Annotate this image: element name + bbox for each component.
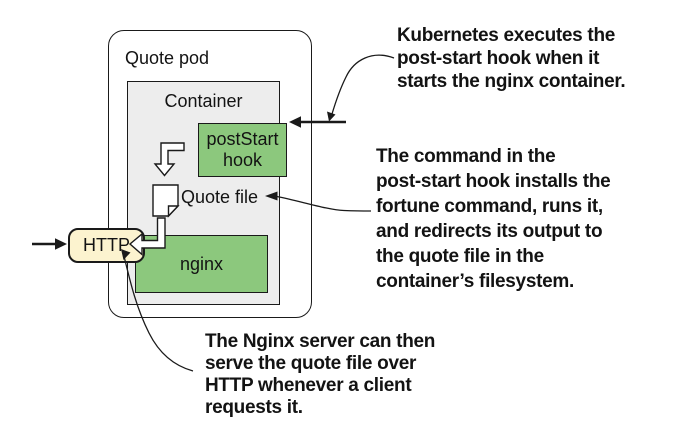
annotation-line: post-start hook installs the <box>376 171 611 192</box>
top-annotation-pointer <box>327 54 395 122</box>
annotation-line: The command in the <box>376 146 556 167</box>
http-box: HTTP <box>68 228 145 263</box>
annotation-line: post-start hook when it <box>397 48 600 69</box>
annotation-line: the quote file in the <box>376 246 544 267</box>
annotation-line: HTTP whenever a client <box>205 375 412 396</box>
annotation-top: Kubernetes executes the post-start hook … <box>397 24 626 93</box>
quote-pod-label: Quote pod <box>125 48 210 68</box>
quote-file-label: Quote file <box>181 187 259 207</box>
nginx-box: nginx <box>135 235 268 293</box>
container-label: Container <box>164 91 243 111</box>
annotation-middle: The command in the post-start hook insta… <box>376 144 611 294</box>
poststart-hook-box: postStart hook <box>198 123 287 177</box>
annotation-line: The Nginx server can then <box>205 331 436 352</box>
annotation-bottom: The Nginx server can then serve the quot… <box>205 331 435 419</box>
annotation-line: and redirects its output to <box>376 221 603 242</box>
annotation-line: requests it. <box>205 397 303 418</box>
annotation-line: container’s filesystem. <box>376 271 574 292</box>
http-label: HTTP <box>83 235 130 255</box>
client-request-arrow-icon <box>32 238 67 250</box>
poststart-hook-label-line: postStart <box>206 129 279 149</box>
annotation-line: fortune command, runs it, <box>376 196 603 217</box>
annotation-line: starts the nginx container. <box>397 71 626 92</box>
annotation-line: Kubernetes executes the <box>397 25 616 46</box>
poststart-hook-label: postStart hook <box>206 129 278 171</box>
annotation-line: serve the quote file over <box>205 353 417 374</box>
poststart-hook-label-line: hook <box>222 150 263 170</box>
nginx-label: nginx <box>179 253 224 274</box>
